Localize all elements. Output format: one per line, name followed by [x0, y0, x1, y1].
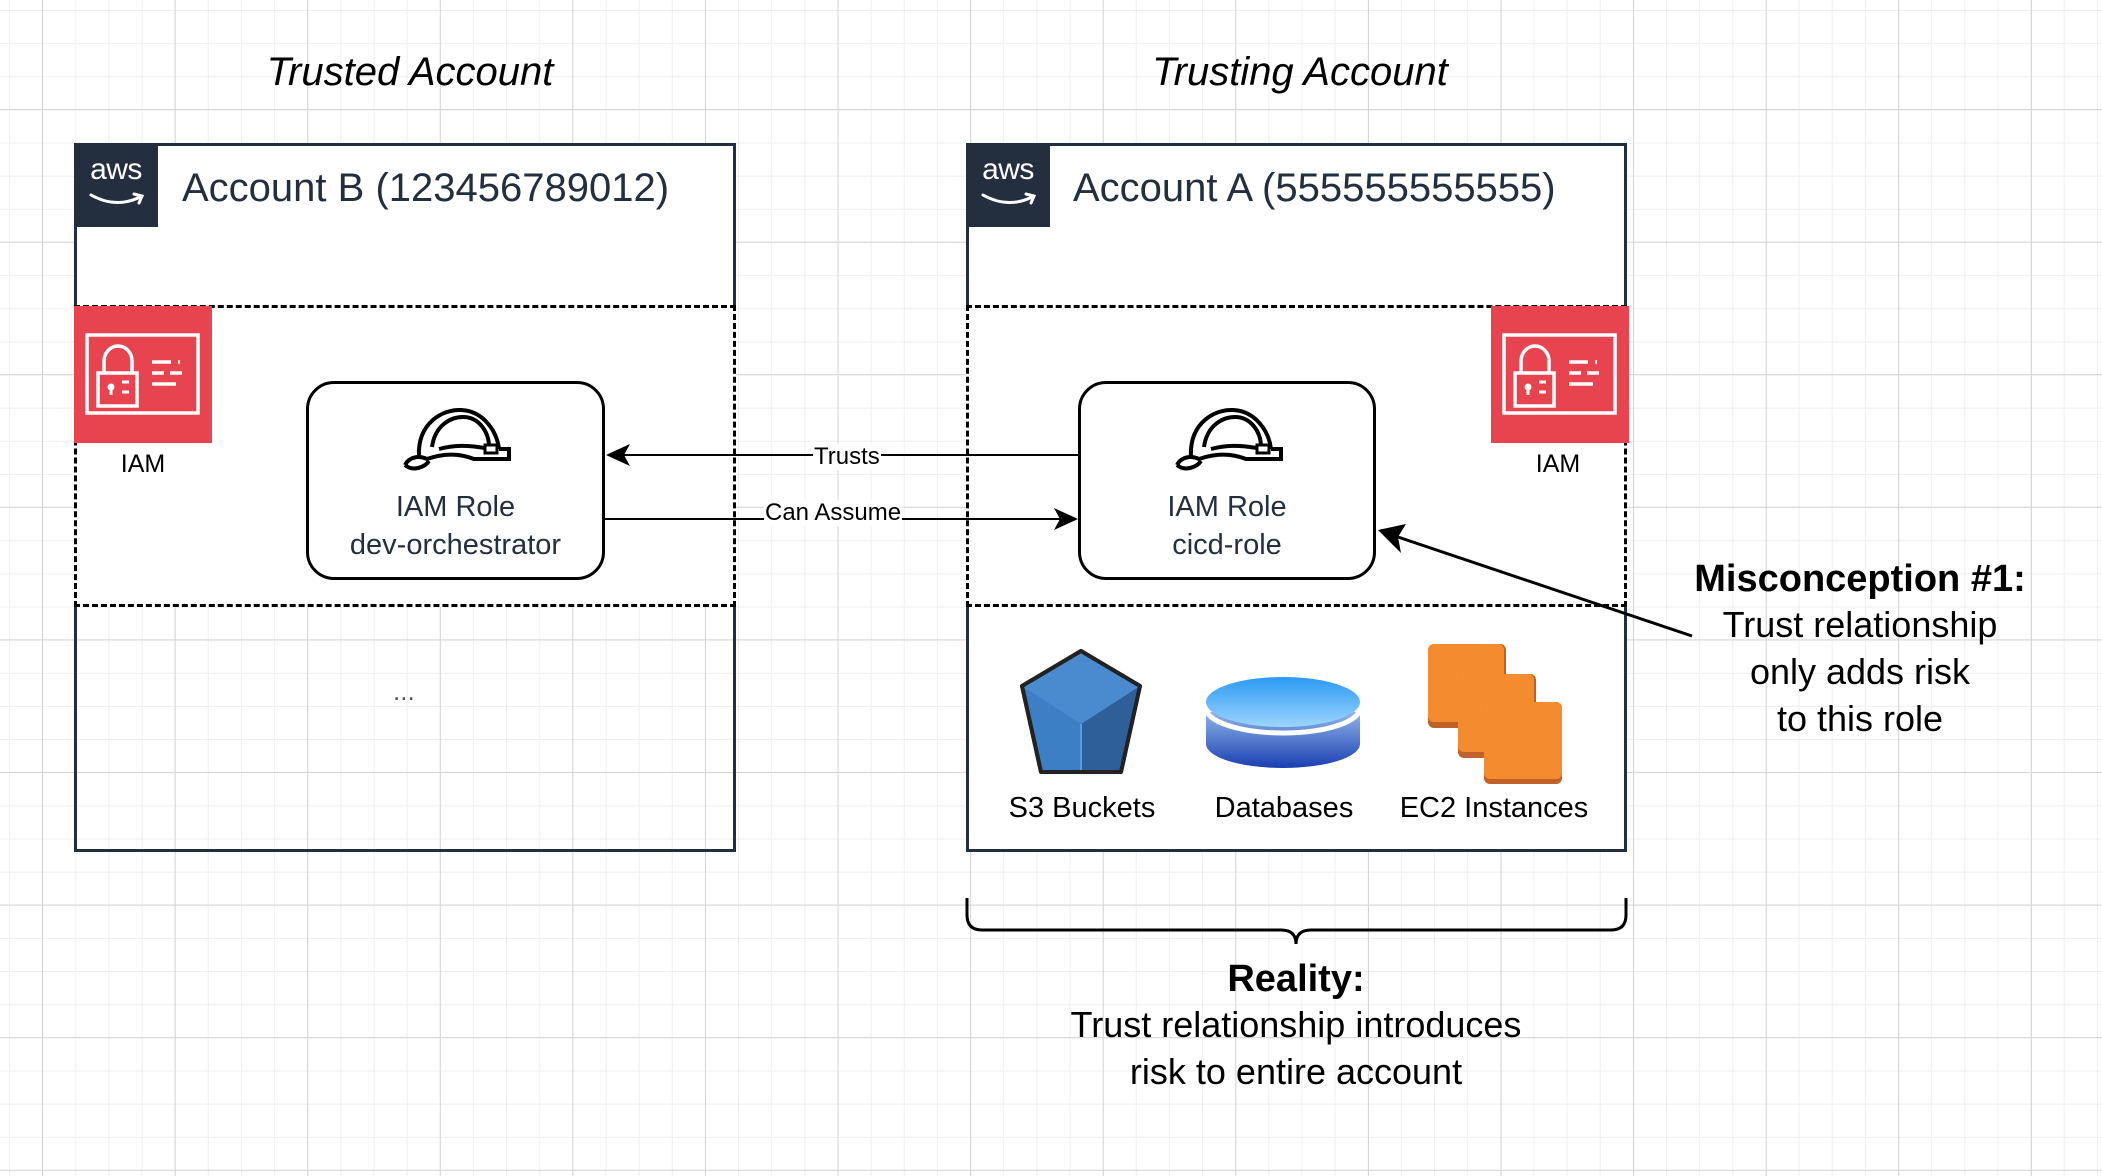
account-b-container[interactable]: aws Account B (123456789012) ... [74, 143, 736, 852]
aws-smile-icon [981, 192, 1037, 205]
iam-icon [74, 306, 212, 443]
misconception-title: Misconception #1: [1694, 558, 2026, 600]
reality-callout: Reality: Trust relationship introduces r… [1046, 958, 1546, 1095]
trusting-account-title: Trusting Account [1152, 50, 1448, 94]
iam-role-dev-orchestrator[interactable]: IAM Role dev-orchestrator [306, 381, 605, 580]
aws-logo-icon: aws [74, 143, 158, 227]
role-name: cicd-role [1172, 529, 1282, 561]
resource-label: S3 Buckets [1008, 792, 1156, 824]
reality-line: risk to entire account [1129, 1051, 1463, 1092]
iam-role-cicd-role[interactable]: IAM Role cicd-role [1078, 381, 1376, 580]
iam-icon [1491, 306, 1629, 443]
account-b-name: Account B (123456789012) [182, 166, 670, 210]
more-resources-ellipsis: ... [393, 676, 415, 706]
database-icon [1204, 677, 1362, 768]
iam-role-helmet-icon [1175, 407, 1283, 471]
aws-smile-icon [89, 192, 145, 205]
ec2-instances-icon [1428, 644, 1562, 784]
misconception-line: only adds risk [1749, 651, 1971, 692]
misconception-line: to this role [1776, 698, 1944, 739]
aws-logo-icon: aws [966, 143, 1050, 227]
resource-label: Databases [1214, 792, 1354, 824]
misconception-callout: Misconception #1: Trust relationship onl… [1660, 558, 2060, 742]
iam-role-helmet-icon [403, 407, 511, 471]
reality-title: Reality: [1227, 958, 1365, 1000]
iam-label: IAM [120, 450, 166, 478]
iam-label: IAM [1535, 450, 1581, 478]
reality-line: Trust relationship introduces [1070, 1004, 1522, 1045]
role-name: dev-orchestrator [349, 529, 562, 561]
trusted-account-title: Trusted Account [266, 50, 554, 94]
account-a-name: Account A (555555555555) [1073, 166, 1556, 210]
resource-label: EC2 Instances [1399, 792, 1589, 824]
role-type: IAM Role [1167, 491, 1287, 523]
reality-brace [965, 898, 1628, 945]
misconception-line: Trust relationship [1722, 604, 1998, 645]
role-type: IAM Role [395, 491, 516, 523]
trusts-edge-label: Trusts [813, 443, 881, 470]
can-assume-edge-label: Can Assume [764, 499, 903, 526]
s3-bucket-icon [1020, 649, 1142, 774]
